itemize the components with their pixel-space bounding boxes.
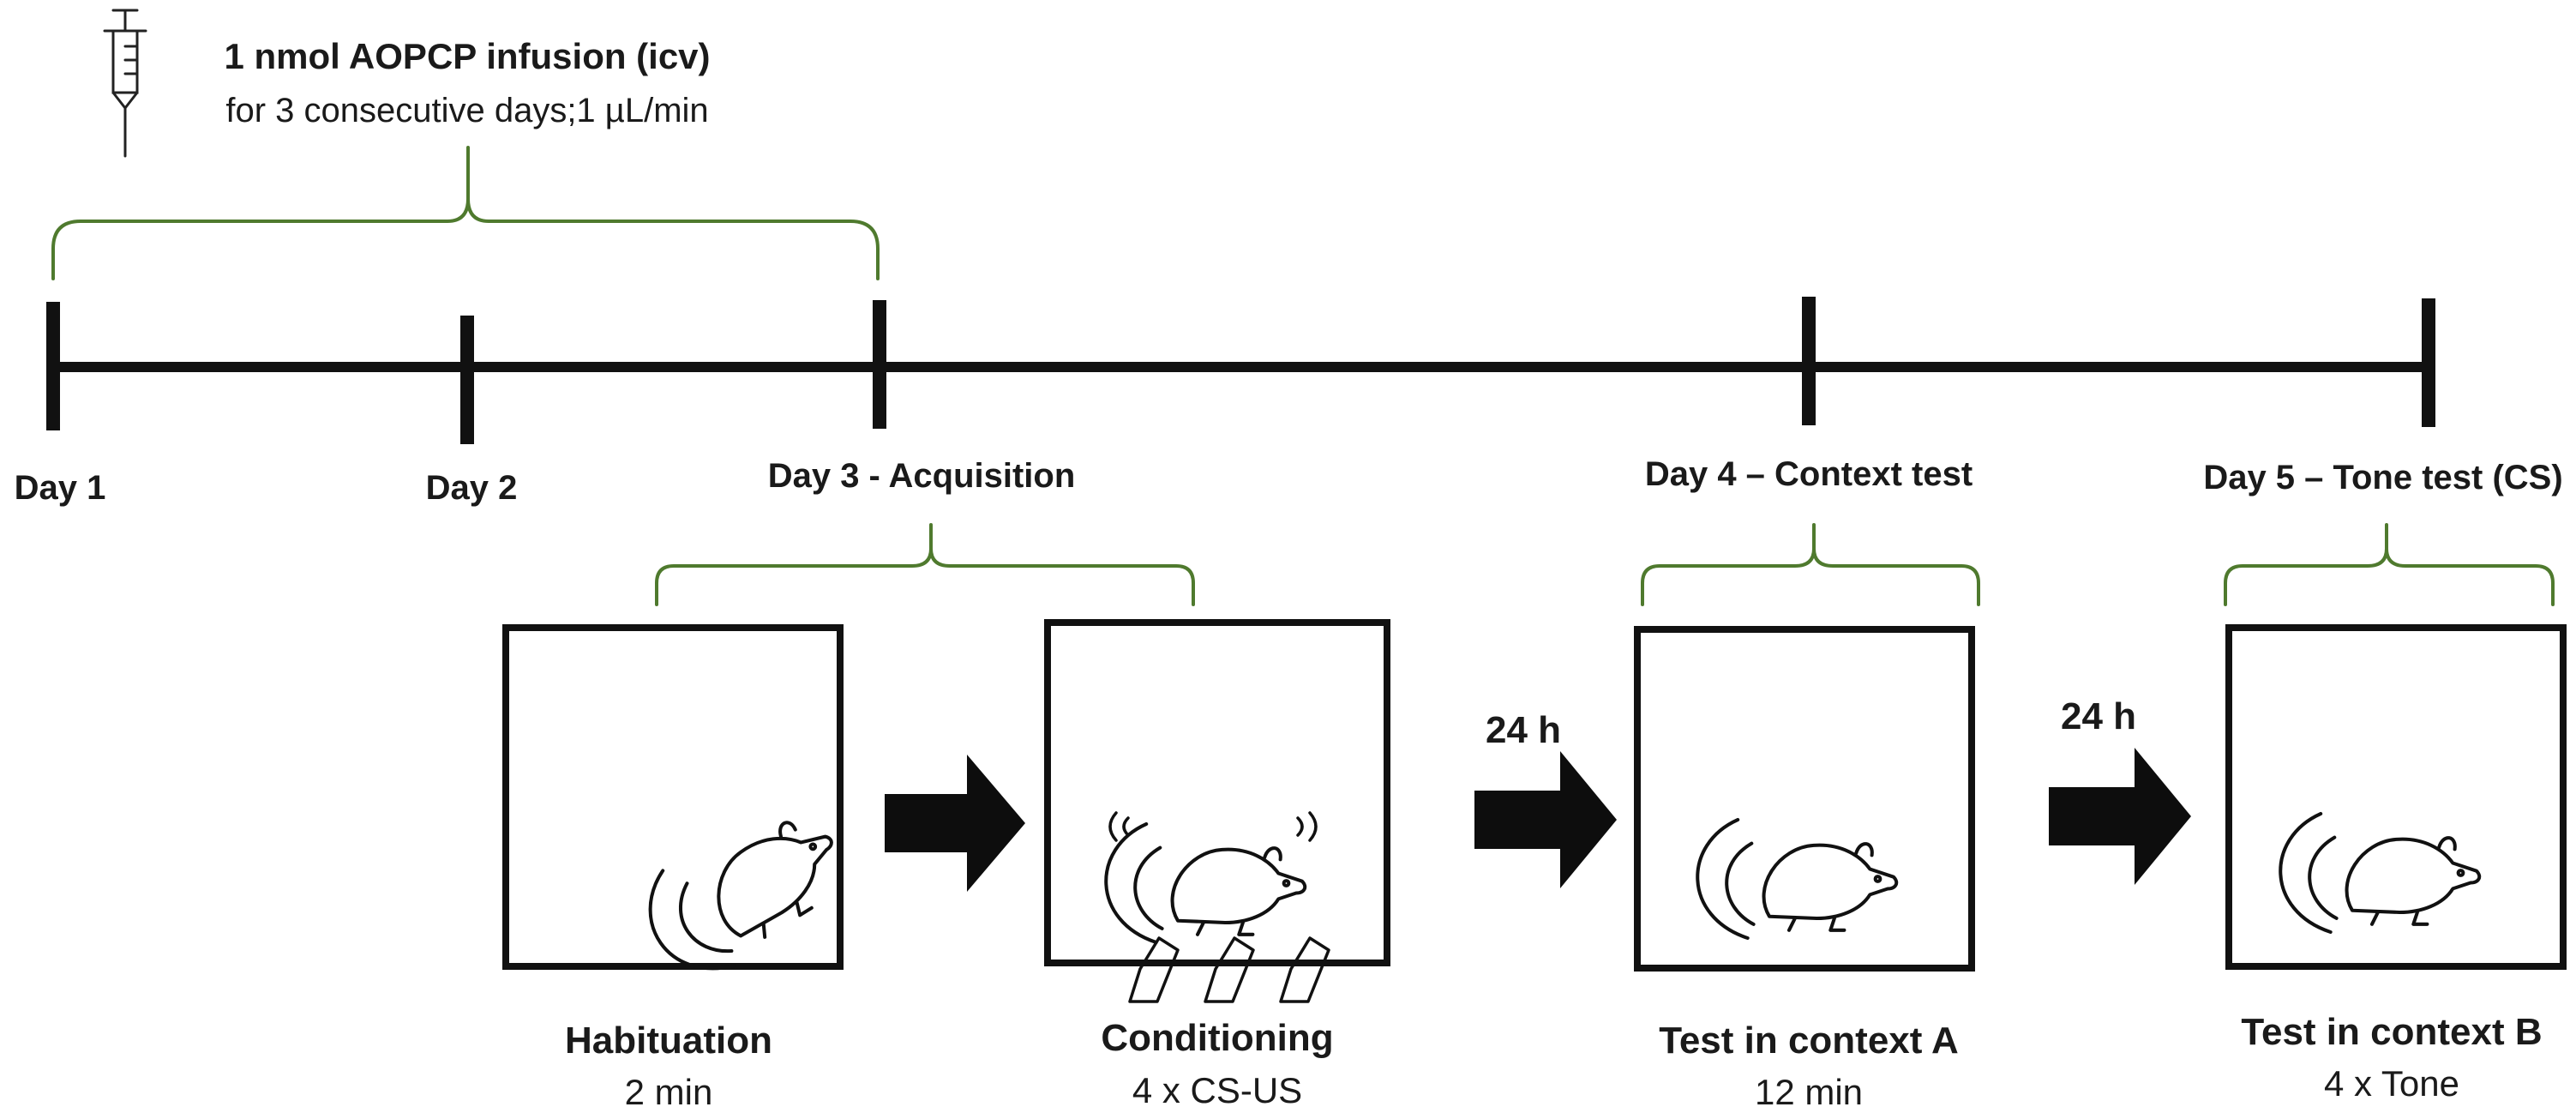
infusion-subtitle: for 3 consecutive days;1 µL/min <box>225 92 708 129</box>
stage-detail-context-b: 4 x Tone <box>2324 1063 2459 1104</box>
infusion-title: 1 nmol AOPCP infusion (icv) <box>224 36 710 76</box>
context-test-brace <box>1641 523 1980 606</box>
conditioning-chamber <box>1044 619 1390 1003</box>
tone-waves-icon <box>1108 811 1318 842</box>
stage-title-conditioning: Conditioning <box>1101 1017 1333 1059</box>
stage-title-context-a: Test in context A <box>1659 1020 1959 1062</box>
stage-detail-habituation: 2 min <box>625 1072 713 1112</box>
syringe-icon <box>103 9 147 158</box>
habituation-chamber <box>502 624 860 992</box>
timeline <box>46 297 2435 444</box>
stage-title-habituation: Habituation <box>565 1020 772 1062</box>
stage-detail-context-a: 12 min <box>1755 1072 1863 1112</box>
context-a-chamber <box>1634 626 1975 972</box>
arrow-24h-to-context-test <box>1474 751 1617 888</box>
interval-label-2: 24 h <box>2061 695 2136 737</box>
tone-test-brace <box>2224 523 2555 606</box>
interval-label-1: 24 h <box>1486 709 1561 751</box>
context-b-chamber <box>2225 624 2567 970</box>
arrow-24h-to-tone-test <box>2049 748 2191 885</box>
day-label-2: Day 2 <box>426 469 518 507</box>
stage-detail-conditioning: 4 x CS-US <box>1132 1070 1302 1110</box>
day-label-3: Day 3 - Acquisition <box>768 457 1076 495</box>
stage-title-context-b: Test in context B <box>2241 1011 2542 1053</box>
shock-icon <box>1128 936 1330 1003</box>
day-label-1: Day 1 <box>15 469 106 507</box>
day-label-4: Day 4 – Context test <box>1645 455 1973 493</box>
day-label-5: Day 5 – Tone test (CS) <box>2203 459 2562 496</box>
infusion-brace <box>51 146 880 280</box>
acquisition-brace <box>655 523 1195 606</box>
arrow-habituation-to-conditioning <box>885 755 1025 892</box>
